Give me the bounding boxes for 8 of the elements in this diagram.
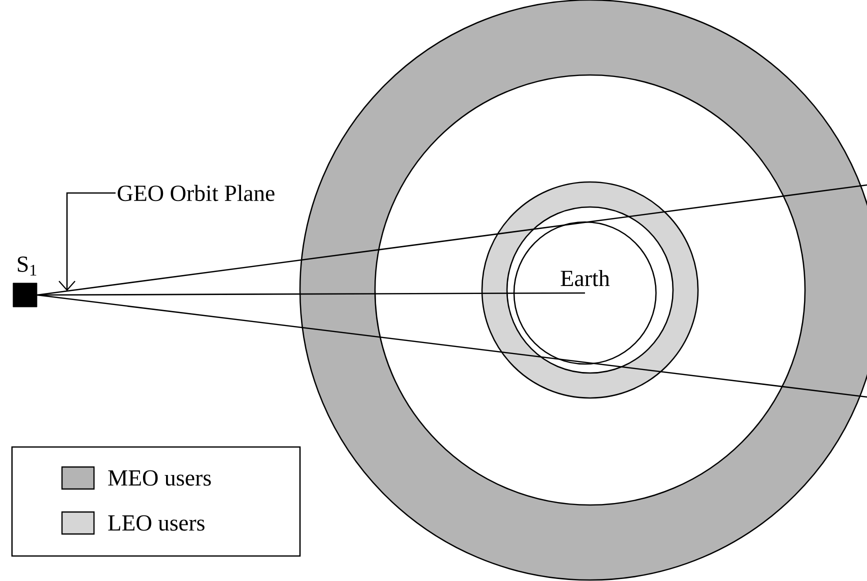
leader-line	[58, 192, 116, 291]
sight-line	[37, 184, 867, 296]
legend-text: MEO users	[108, 470, 211, 486]
satellite-square	[12, 282, 38, 308]
satellite-label: S$_{1}$	[18, 256, 36, 276]
sight-line	[37, 294, 867, 398]
legend-text: LEO users	[108, 515, 204, 531]
leader-text: GEO Orbit Plane	[118, 184, 274, 202]
